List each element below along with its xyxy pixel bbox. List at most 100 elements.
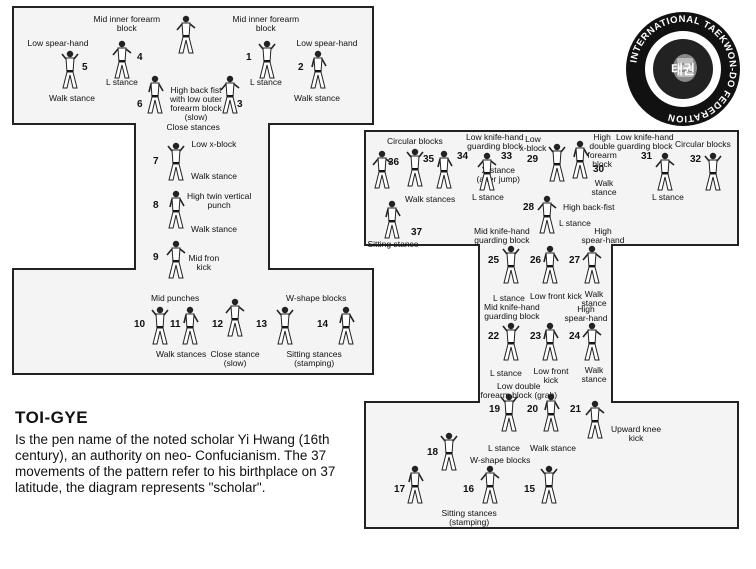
movement-number: 19 — [489, 404, 501, 415]
pattern-title: TOI-GYE — [15, 408, 89, 427]
movement-number: 29 — [527, 154, 539, 165]
movement-label: Circular blocks — [675, 139, 731, 149]
practitioner-figure — [502, 322, 520, 361]
practitioner-figure — [258, 40, 276, 79]
movement-label: Low front kick — [530, 291, 582, 301]
movement-label: Low front kick — [533, 366, 569, 385]
movement-number: 26 — [530, 255, 542, 266]
practitioner-figure — [220, 75, 240, 114]
practitioner-figure — [182, 306, 199, 345]
movement-label: W-shape blocks — [470, 455, 531, 465]
movement-label: High back fist with low outer forearm bl… — [170, 85, 222, 122]
movement-label: Mid knife-hand guarding block — [484, 302, 540, 321]
movement-number: 35 — [423, 154, 435, 165]
movement-label: Mid inner forearm block — [232, 14, 300, 33]
movement-label: High spear-hand — [564, 304, 608, 323]
movement-number: 18 — [427, 447, 439, 458]
practitioner-figure — [480, 465, 500, 504]
practitioner-figure — [176, 15, 196, 54]
movement-number: 33 — [501, 151, 513, 162]
movement-label: Sitting stance — [367, 239, 419, 249]
practitioner-figure — [572, 140, 589, 179]
movement-label: Close stance (slow) — [210, 349, 260, 368]
movement-number: 17 — [394, 484, 406, 495]
movement-number: 32 — [690, 154, 702, 165]
practitioner-figure — [372, 150, 392, 189]
movement-label: Sitting stances (stamping) — [441, 508, 497, 527]
movement-label: Walk stance — [581, 289, 607, 308]
movement-label: Mid inner forearm block — [93, 14, 161, 33]
movement-number: 20 — [527, 404, 539, 415]
practitioner-figure — [407, 465, 424, 504]
pattern-description: Is the pen name of the noted scholar Yi … — [15, 432, 336, 495]
movement-number: 30 — [593, 164, 605, 175]
movement-number: 1 — [246, 52, 252, 63]
movement-number: 24 — [569, 331, 581, 342]
movement-number: 4 — [137, 52, 143, 63]
movement-label: Circular blocks — [387, 136, 443, 146]
movement-label: Low knife-hand guarding block — [616, 132, 674, 151]
movement-label: Walk stance — [191, 171, 237, 181]
movement-label: L stance — [652, 192, 684, 202]
movement-number: 22 — [488, 331, 500, 342]
movement-label: L stance — [472, 192, 504, 202]
movement-label: Low x-block — [519, 134, 547, 153]
movement-label: High back-fist — [563, 202, 615, 212]
practitioner-figure — [548, 143, 566, 182]
movement-number: 21 — [570, 404, 582, 415]
movement-number: 37 — [411, 227, 423, 238]
movement-label: Walk stance — [591, 178, 617, 197]
practitioner-figure — [310, 50, 327, 89]
movement-label: Low spear-hand — [27, 38, 89, 48]
fist-icon — [673, 54, 697, 82]
movement-number: 2 — [298, 62, 304, 73]
practitioner-figure — [167, 142, 185, 181]
movement-label: L stance — [106, 77, 138, 87]
practitioner-figure — [338, 306, 355, 345]
practitioner-figure — [477, 152, 497, 191]
movement-label: High double forearm block — [587, 132, 617, 169]
movement-label: Walk stance — [294, 93, 340, 103]
practitioner-figure — [582, 245, 602, 284]
movement-label: Close stances — [166, 122, 220, 132]
practitioner-figure — [542, 322, 559, 361]
movement-number: 10 — [134, 319, 146, 330]
movement-label: High twin vertical punch — [187, 191, 252, 210]
movement-label: Walk stances — [156, 349, 207, 359]
practitioner-figure — [166, 240, 186, 279]
movement-number: 12 — [212, 319, 224, 330]
practitioner-figure — [151, 306, 169, 345]
movement-number: 8 — [153, 200, 159, 211]
practitioner-figure — [585, 400, 605, 439]
movement-label: High spear-hand — [581, 226, 625, 245]
movement-number: 5 — [82, 62, 88, 73]
practitioner-figure — [537, 195, 557, 234]
left-pattern-outline — [12, 6, 374, 375]
practitioner-figure — [384, 200, 401, 239]
practitioner-figure — [540, 465, 558, 504]
movement-number: 34 — [457, 151, 469, 162]
practitioner-figure — [112, 40, 132, 79]
practitioner-figure — [406, 148, 424, 187]
movement-label: Sitting stances (stamping) — [286, 349, 342, 368]
itf-logo: INTERNATIONAL TAEKWON-DO FEDERATION 태권 — [626, 12, 740, 126]
movement-number: 27 — [569, 255, 581, 266]
movement-label: Mid knife-hand guarding block — [474, 226, 530, 245]
movement-label: Walk stance — [581, 365, 607, 384]
movement-label: Walk stance — [49, 93, 95, 103]
movement-number: 11 — [170, 319, 181, 330]
practitioner-figure — [500, 393, 518, 432]
practitioner-figure — [440, 432, 458, 471]
movement-label: Low double forearm block (grab) — [480, 381, 558, 400]
practitioner-figure — [655, 152, 675, 191]
practitioner-figure — [61, 50, 79, 89]
practitioner-figure — [225, 298, 245, 337]
movement-label: Mid punches — [151, 293, 200, 303]
movement-number: 9 — [153, 252, 159, 263]
movement-label: L stance — [490, 368, 522, 378]
movement-number: 3 — [237, 99, 243, 110]
movement-number: 23 — [530, 331, 542, 342]
movement-label: W-shape blocks — [286, 293, 347, 303]
